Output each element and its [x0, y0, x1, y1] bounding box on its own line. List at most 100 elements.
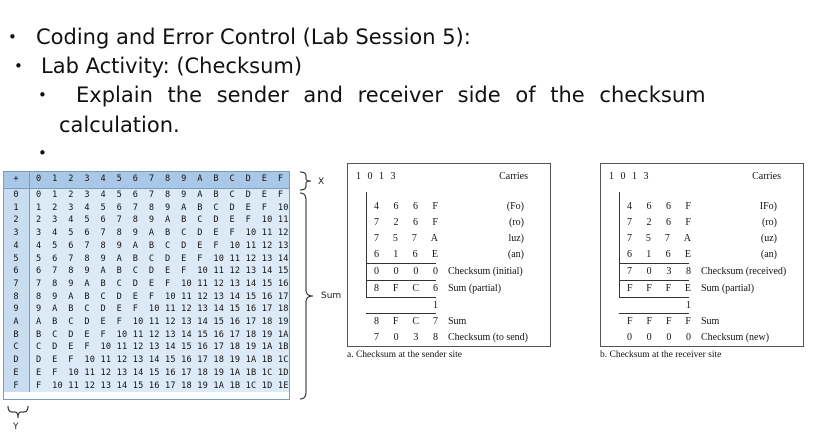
x-brace-icon: [299, 171, 312, 191]
hex-digit: 7: [664, 233, 670, 244]
row-header: E: [3, 366, 30, 380]
hex-digit: 3: [666, 266, 672, 277]
hex-digit: 6: [374, 249, 379, 260]
bullet-dot: •: [14, 57, 23, 75]
panel-divider-vertical: [619, 192, 620, 297]
hex-digit: 0: [627, 332, 632, 343]
hex-digit: 7: [411, 233, 417, 244]
hex-digit: 2: [393, 217, 399, 228]
row-header: 4: [3, 239, 30, 253]
checksum-row-label: (ro): [762, 217, 777, 228]
row-values: 1 2 3 4 5 6 7 8 9 A B C D E F 10: [29, 201, 289, 215]
row-values: D E F 10 11 12 13 14 15 16 17 18 19 1A 1…: [29, 354, 289, 367]
row-header: D: [3, 354, 30, 367]
checksum-row-label: (an): [507, 249, 524, 260]
hex-digit: F: [392, 283, 399, 294]
checksum-row-label: Sum: [701, 316, 720, 327]
hex-digit: 5: [392, 233, 398, 244]
hex-digit: 6: [433, 283, 438, 294]
table-corner: +: [3, 171, 30, 189]
row-values: 6 7 8 9 A B C D E F 10 11 12 13 14 15: [29, 265, 289, 278]
checksum-row-label: Sum (partial): [448, 283, 502, 294]
row-header: F: [3, 379, 30, 393]
bullet-text-continued: calculation.: [59, 113, 180, 137]
checksum-row-label: (ro): [509, 217, 524, 228]
panel-divider-vertical: [366, 192, 367, 297]
hex-digit: 6: [412, 217, 418, 228]
checksum-row-label: (uz): [760, 233, 777, 244]
bullet-text: Explain the sender and receiver side of …: [76, 83, 706, 107]
hex-digit: 7: [627, 266, 632, 277]
hex-digit: 7: [374, 217, 379, 228]
row-header: 0: [3, 188, 30, 202]
row-values: 5 6 7 8 9 A B C D E F 10 11 12 13 14: [29, 252, 289, 266]
sum-rule-line: [619, 313, 689, 314]
row-values: C D E F 10 11 12 13 14 15 16 17 18 19 1A…: [29, 341, 289, 355]
checksum-row-label: IFo): [759, 201, 777, 212]
sum-brace-icon: [299, 192, 314, 400]
hex-digit: F: [646, 316, 653, 327]
sum-rule-line: [366, 313, 436, 314]
table-header-row: + 0 1 2 3 4 5 6 7 8 9 A B C D E F: [3, 171, 289, 189]
hex-digit: F: [685, 316, 691, 327]
checksum-row-label: Sum: [448, 316, 467, 327]
hex-digit: 4: [374, 201, 379, 212]
hex-digit: 6: [665, 249, 671, 260]
hex-digit: 0: [374, 266, 379, 277]
bullet-dot: •: [8, 28, 17, 46]
hex-digit: 3: [413, 332, 419, 343]
hex-digit: 6: [665, 201, 671, 212]
hex-digit: 2: [646, 217, 652, 228]
hex-digit: 6: [665, 217, 671, 228]
y-brace-icon: [7, 405, 29, 419]
bullet-text: Lab Activity: (Checksum): [41, 54, 303, 78]
checksum-row: 1: [627, 299, 799, 313]
bullet-dot: •: [38, 86, 47, 104]
hex-digit: F: [665, 283, 672, 294]
sum-rule-line: [366, 280, 436, 281]
hex-digit: 7: [374, 332, 379, 343]
checksum-row-label: luz): [508, 233, 524, 244]
carries-digits: 1 0 1 3: [609, 171, 651, 182]
hex-digit: F: [646, 283, 652, 294]
y-axis-label: Y: [13, 422, 19, 432]
checksum-digits: 1: [627, 299, 691, 313]
hex-digit: 8: [685, 266, 691, 277]
hex-digit: 0: [685, 332, 691, 343]
hex-digit: 7: [433, 316, 438, 327]
hex-digit: 6: [627, 249, 632, 260]
hex-digit: 4: [627, 201, 632, 212]
row-header: 1: [3, 201, 30, 215]
checksum-row-label: (Fo): [506, 201, 524, 212]
row-values: B C D E F 10 11 12 13 14 15 16 17 18 19 …: [29, 328, 289, 342]
row-header: 8: [3, 290, 30, 304]
carries-label: Carries: [499, 171, 528, 182]
sum-label: Sum: [321, 291, 342, 301]
hex-digit: 5: [645, 233, 651, 244]
checksum-row-label: Checksum (initial): [448, 266, 523, 277]
hex-digit: F: [685, 201, 691, 212]
